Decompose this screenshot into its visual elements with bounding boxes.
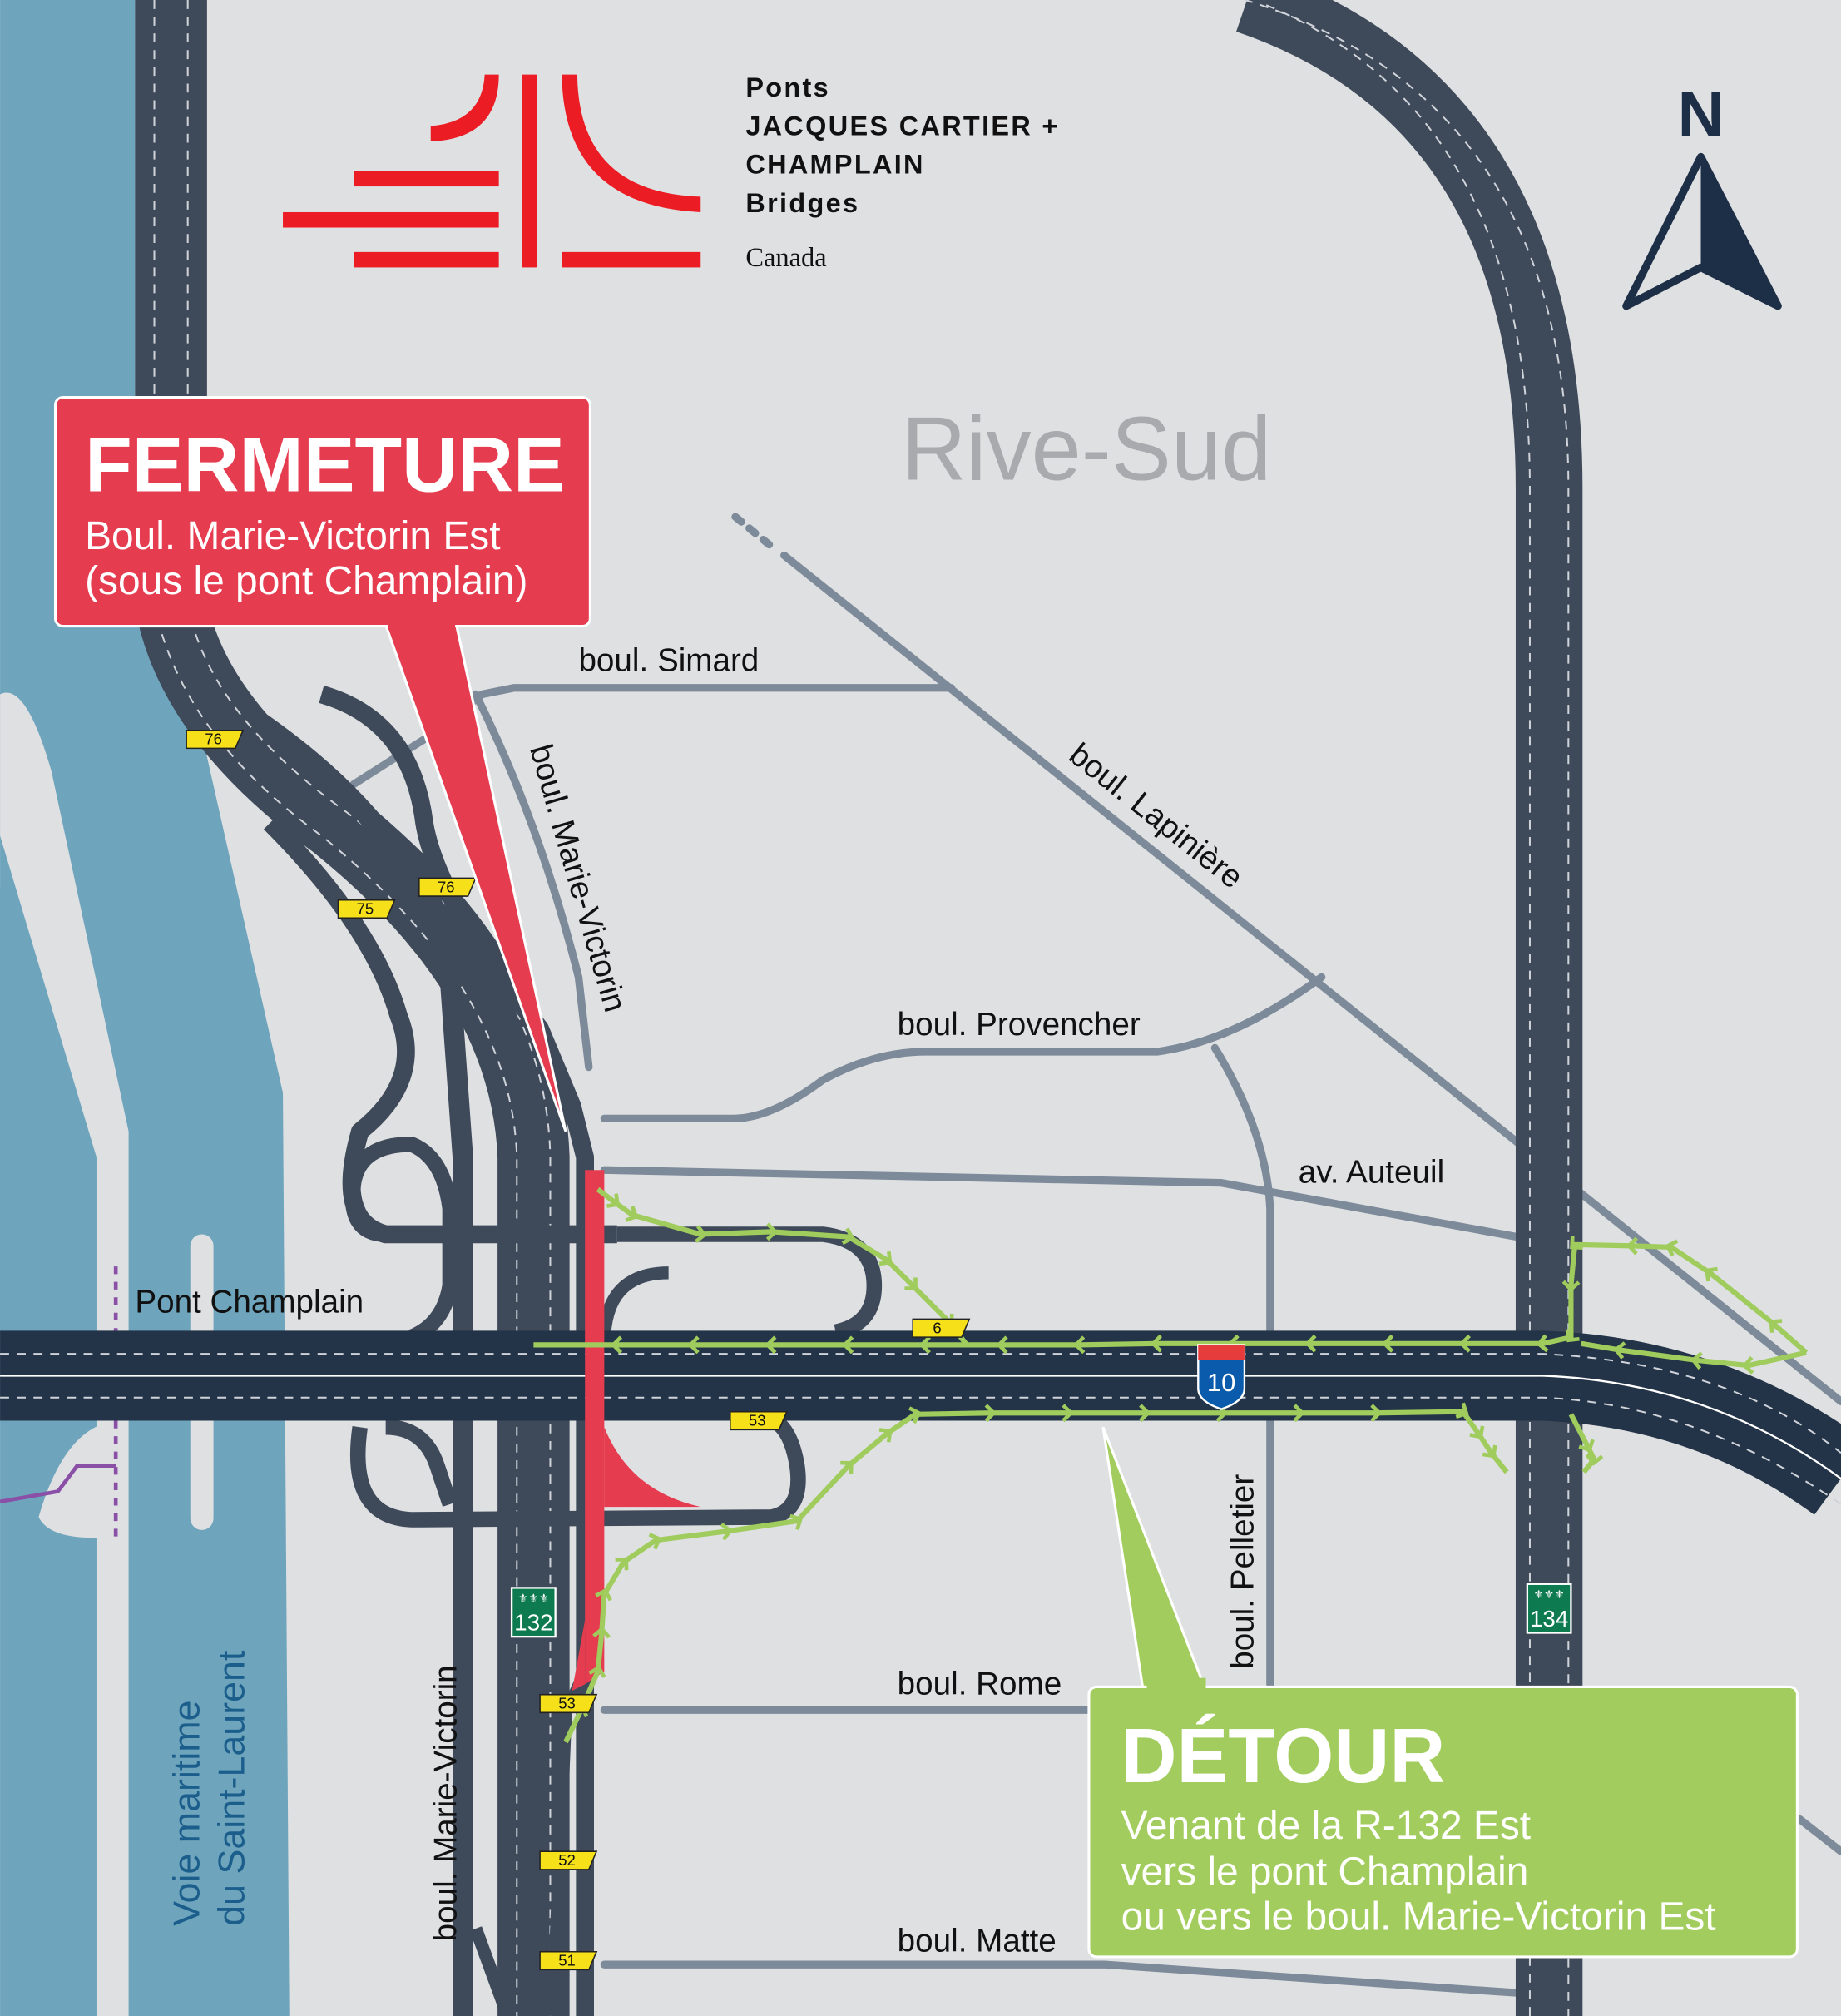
exit-tag: 51 [539, 1950, 598, 1971]
svg-text:boul. Pelletier: boul. Pelletier [1225, 1474, 1261, 1669]
svg-text:FERMETURE: FERMETURE [85, 421, 565, 508]
exit-tag: 53 [730, 1410, 788, 1431]
svg-text:Canada: Canada [745, 243, 826, 273]
exit-tag: 52 [539, 1850, 598, 1870]
svg-text:6: 6 [933, 1319, 941, 1336]
svg-text:boul. Marie-Victorin: boul. Marie-Victorin [428, 1665, 464, 1941]
svg-text:N: N [1678, 79, 1725, 151]
r134-shield: ⚜⚜⚜ 134 [1526, 1583, 1572, 1634]
svg-text:CHAMPLAIN: CHAMPLAIN [745, 150, 924, 180]
svg-text:JACQUES CARTIER +: JACQUES CARTIER + [745, 111, 1059, 141]
svg-text:Voie maritime: Voie maritime [166, 1700, 208, 1925]
r132-shield: ⚜⚜⚜ 132 [510, 1587, 557, 1638]
svg-text:134: 134 [1530, 1606, 1568, 1632]
svg-text:76: 76 [438, 878, 455, 895]
exit-tags: 76 76 75 6 53 53 52 51 [186, 729, 971, 1971]
svg-text:av. Auteuil: av. Auteuil [1299, 1155, 1444, 1191]
svg-text:DÉTOUR: DÉTOUR [1121, 1712, 1446, 1799]
svg-text:boul. Matte: boul. Matte [898, 1924, 1057, 1959]
svg-text:10: 10 [1207, 1368, 1235, 1397]
svg-text:51: 51 [558, 1952, 576, 1969]
svg-text:boul. Provencher: boul. Provencher [898, 1007, 1141, 1043]
svg-text:du Saint-Laurent: du Saint-Laurent [211, 1650, 253, 1926]
svg-text:Venant de la R-132 Est: Venant de la R-132 Est [1121, 1804, 1532, 1848]
svg-text:Boul. Marie-Victorin Est: Boul. Marie-Victorin Est [85, 514, 500, 558]
closure-callout: FERMETURE Boul. Marie-Victorin Est (sous… [53, 395, 591, 1132]
exit-tag: 6 [912, 1318, 971, 1338]
pjcci-logo: Ponts JACQUES CARTIER + CHAMPLAIN Bridge… [283, 72, 1059, 273]
svg-text:boul. Rome: boul. Rome [898, 1667, 1062, 1702]
a10-shield: 10 [1197, 1344, 1246, 1410]
region-label: Rive-Sud [901, 398, 1271, 498]
svg-text:⚜⚜⚜: ⚜⚜⚜ [518, 1592, 549, 1605]
exit-tag: 76 [186, 729, 245, 750]
svg-text:132: 132 [514, 1609, 552, 1635]
svg-text:ou vers le boul. Marie-Victori: ou vers le boul. Marie-Victorin Est [1121, 1895, 1716, 1939]
exit-tag: 75 [337, 899, 396, 919]
svg-text:Pont Champlain: Pont Champlain [135, 1285, 364, 1320]
svg-text:boul. Simard: boul. Simard [578, 643, 759, 679]
svg-text:Bridges: Bridges [745, 188, 859, 218]
svg-text:76: 76 [205, 731, 222, 748]
detour-callout: DÉTOUR Venant de la R-132 Est vers le po… [1087, 1426, 1799, 1959]
north-arrow-icon: N [1622, 79, 1782, 310]
exit-tag: 76 [418, 877, 478, 897]
svg-text:53: 53 [749, 1412, 766, 1429]
svg-text:75: 75 [357, 900, 374, 918]
svg-text:Ponts: Ponts [745, 72, 830, 102]
detour-route [533, 1186, 1809, 1744]
svg-text:(sous le pont Champlain): (sous le pont Champlain) [85, 559, 527, 603]
svg-text:vers le pont Champlain: vers le pont Champlain [1121, 1850, 1529, 1894]
svg-text:53: 53 [558, 1695, 576, 1712]
svg-text:⚜⚜⚜: ⚜⚜⚜ [1533, 1588, 1564, 1602]
svg-text:52: 52 [558, 1851, 576, 1869]
exit-tag: 53 [539, 1693, 598, 1714]
